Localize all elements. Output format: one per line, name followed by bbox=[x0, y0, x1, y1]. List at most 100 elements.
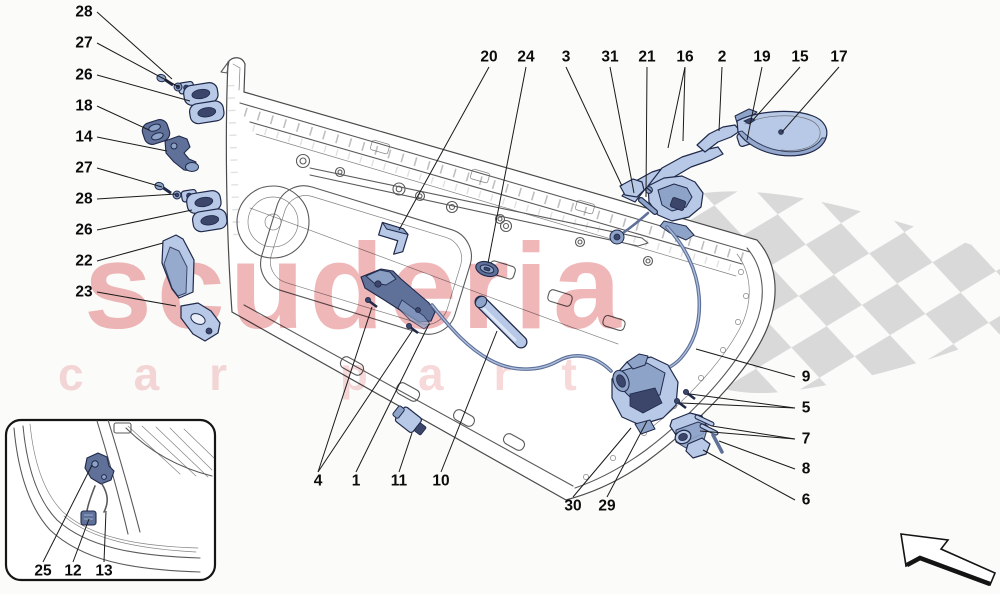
leader-right-9 bbox=[695, 348, 796, 378]
callout-bottom-30: 30 bbox=[564, 498, 581, 515]
callout-left-27: 27 bbox=[75, 35, 92, 52]
callout-bottom-29: 29 bbox=[598, 498, 616, 515]
callout-top-17: 17 bbox=[830, 49, 847, 66]
leader-left-28 bbox=[96, 11, 173, 80]
part-buffer bbox=[141, 119, 171, 145]
leader-top-16 bbox=[682, 66, 686, 142]
leader-top-15 bbox=[752, 66, 801, 121]
callout-inset-13: 13 bbox=[95, 563, 113, 580]
leader-bottom-4 bbox=[317, 306, 373, 473]
callout-right-8: 8 bbox=[802, 461, 811, 478]
callout-left-14: 14 bbox=[75, 129, 93, 146]
watermark-line1: scuderia bbox=[84, 218, 626, 354]
callout-left-28: 28 bbox=[75, 4, 93, 21]
leader-right-8 bbox=[718, 440, 796, 470]
leader-top-31 bbox=[609, 66, 635, 194]
callout-top-15: 15 bbox=[791, 49, 809, 66]
callout-top-21: 21 bbox=[638, 49, 656, 66]
leader-top-3 bbox=[565, 66, 623, 187]
leader-top-17 bbox=[781, 66, 840, 133]
callout-top-3: 3 bbox=[562, 49, 571, 66]
part-washer-lower bbox=[172, 190, 182, 200]
callout-right-9: 9 bbox=[802, 369, 811, 386]
part-exterior-handle bbox=[734, 108, 828, 157]
callout-bottom-11: 11 bbox=[391, 473, 408, 490]
leader-left-14 bbox=[96, 136, 168, 152]
leader-inset-25 bbox=[42, 464, 93, 563]
leader-inset-12 bbox=[72, 518, 90, 563]
checkered-flag bbox=[686, 191, 1000, 394]
callout-bottom-1: 1 bbox=[352, 473, 361, 490]
leader-top-19 bbox=[746, 66, 763, 141]
leader-left-22 bbox=[96, 242, 164, 262]
leader-left-27 bbox=[96, 167, 163, 188]
part-trim-plate bbox=[180, 302, 221, 342]
part-inset-wire-13 bbox=[101, 483, 108, 513]
part-bezel bbox=[475, 260, 499, 278]
part-lock-mechanism bbox=[609, 175, 704, 245]
leader-left-27 bbox=[96, 42, 180, 88]
leader-right-6 bbox=[702, 449, 796, 501]
leader-left-26 bbox=[96, 209, 193, 231]
leader-bottom-1 bbox=[355, 323, 430, 473]
direction-arrow bbox=[900, 533, 997, 587]
parts-layer bbox=[141, 71, 828, 459]
part-door-check bbox=[164, 135, 199, 172]
leader-right-5 bbox=[689, 393, 796, 409]
callout-left-28: 28 bbox=[75, 191, 93, 208]
part-rod bbox=[474, 295, 528, 349]
part-inset-latch bbox=[84, 452, 115, 485]
leader-top-21 bbox=[645, 66, 648, 198]
callout-left-23: 23 bbox=[75, 284, 93, 301]
part-trim-bracket bbox=[161, 234, 195, 299]
part-hinge-upper bbox=[177, 76, 226, 127]
callout-bottom-10: 10 bbox=[432, 473, 449, 490]
leader-bottom-30 bbox=[572, 427, 632, 498]
part-interior-handle bbox=[360, 268, 436, 330]
leader-bottom-11 bbox=[398, 432, 413, 473]
callout-left-27: 27 bbox=[75, 160, 92, 177]
callout-left-22: 22 bbox=[75, 253, 92, 270]
leader-bottom-4 bbox=[317, 330, 413, 473]
leader-left-23 bbox=[96, 291, 177, 307]
leader-right-7 bbox=[699, 430, 796, 440]
callout-right-5: 5 bbox=[802, 400, 811, 417]
callout-right-6: 6 bbox=[802, 492, 811, 509]
callout-left-26: 26 bbox=[75, 222, 93, 239]
leader-bottom-29 bbox=[606, 420, 648, 498]
part-channel-bracket bbox=[378, 221, 409, 255]
callout-left-18: 18 bbox=[75, 98, 93, 115]
callout-top-31: 31 bbox=[601, 49, 619, 66]
leader-top-20 bbox=[398, 66, 490, 231]
callout-top-24: 24 bbox=[517, 49, 535, 66]
part-lock-actuator bbox=[611, 353, 679, 435]
part-microswitch bbox=[392, 405, 427, 436]
leader-left-18 bbox=[96, 105, 150, 131]
part-inset-connector bbox=[80, 510, 97, 526]
callout-right-7: 7 bbox=[802, 431, 811, 448]
callout-top-20: 20 bbox=[480, 49, 497, 66]
callout-inset-12: 12 bbox=[64, 563, 81, 580]
callout-inset-25: 25 bbox=[34, 563, 52, 580]
leader-top-24 bbox=[487, 66, 527, 264]
callout-top-16: 16 bbox=[676, 49, 694, 66]
callout-top-2: 2 bbox=[718, 49, 727, 66]
part-striker bbox=[669, 412, 724, 459]
part-inset-wire-12 bbox=[86, 485, 96, 512]
leader-top-16 bbox=[667, 66, 686, 149]
leader-right-5 bbox=[680, 402, 796, 409]
callout-bottom-4: 4 bbox=[314, 473, 323, 490]
callout-left-26: 26 bbox=[75, 67, 93, 84]
leader-right-7 bbox=[711, 425, 796, 440]
callout-top-19: 19 bbox=[753, 49, 771, 66]
leader-left-26 bbox=[96, 74, 191, 102]
leader-bottom-10 bbox=[440, 330, 498, 473]
watermark-line2: car parts bbox=[58, 348, 702, 400]
inset-panel bbox=[4, 418, 217, 582]
leader-inset-13 bbox=[103, 510, 107, 563]
part-screw-lower bbox=[152, 179, 175, 195]
leader-top-2 bbox=[718, 66, 723, 132]
